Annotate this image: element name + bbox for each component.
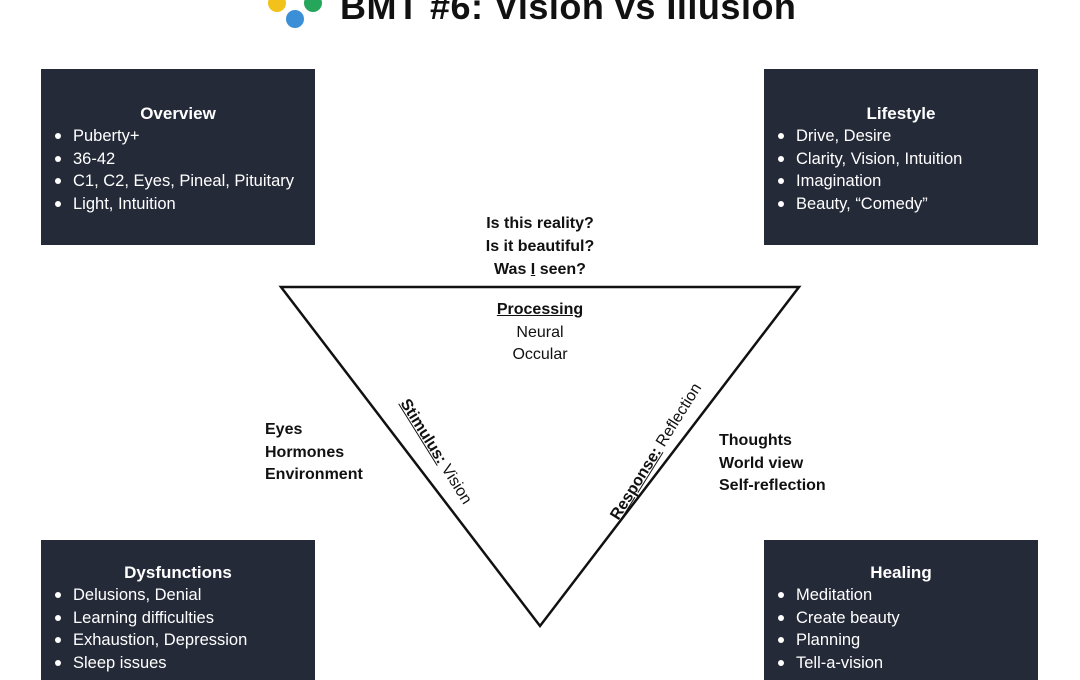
lifestyle-title: Lifestyle — [866, 104, 936, 123]
list-item: Eyes — [265, 421, 303, 438]
header: BMT #6: Vision vs Illusion — [0, 0, 1080, 36]
question-seen: Was I seen? — [440, 258, 640, 281]
list-item: Learning difficulties — [55, 607, 315, 630]
question-reality: Is this reality? — [486, 215, 594, 232]
dysfunctions-panel: Dysfunctions Delusions, Denial Learning … — [41, 540, 315, 680]
overview-panel: Overview Puberty+ 36-42 C1, C2, Eyes, Pi… — [41, 69, 315, 245]
list-item: Exhaustion, Depression — [55, 629, 315, 652]
processing-heading: Processing — [496, 301, 584, 318]
list-item: Thoughts — [719, 432, 792, 449]
logo-dots-icon — [262, 0, 324, 32]
overview-list: Puberty+ 36-42 C1, C2, Eyes, Pineal, Pit… — [41, 125, 315, 215]
list-item: Environment — [265, 466, 363, 483]
list-item: Puberty+ — [55, 125, 315, 148]
question-seen-suffix: seen? — [535, 261, 586, 278]
lifestyle-panel: Lifestyle Drive, Desire Clarity, Vision,… — [764, 69, 1038, 245]
healing-title: Healing — [870, 563, 932, 582]
question-seen-emphasis: I — [530, 261, 536, 278]
list-item: Create beauty — [778, 607, 1038, 630]
question-seen-prefix: Was — [494, 261, 531, 278]
list-item: Tell-a-vision — [778, 652, 1038, 675]
healing-panel: Healing Meditation Create beauty Plannin… — [764, 540, 1038, 680]
questions-block: Is this reality? Is it beautiful? Was I … — [440, 212, 640, 281]
list-item: C1, C2, Eyes, Pineal, Pituitary — [55, 170, 315, 193]
list-item: Meditation — [778, 584, 1038, 607]
dysfunctions-list: Delusions, Denial Learning difficulties … — [41, 584, 315, 674]
logo-dot-green — [304, 0, 322, 12]
healing-list: Meditation Create beauty Planning Tell-a… — [764, 584, 1038, 674]
list-item: Clarity, Vision, Intuition — [778, 148, 1038, 171]
list-item: Beauty, “Comedy” — [778, 193, 1038, 216]
logo-dot-blue — [286, 10, 304, 28]
list-item: Hormones — [265, 443, 345, 461]
list-item: 36-42 — [55, 148, 315, 171]
list-item: Delusions, Denial — [55, 584, 315, 607]
response-outcomes-list: Thoughts World view Self-reflection — [719, 430, 826, 498]
list-item: Self-reflection — [719, 477, 826, 494]
list-item: Imagination — [778, 170, 1038, 193]
page-title: BMT #6: Vision vs Illusion — [340, 0, 797, 27]
stimulus-sources-list: Eyes Hormones Environment — [265, 419, 363, 487]
processing-item-neural: Neural — [516, 323, 564, 341]
question-beautiful: Is it beautiful? — [485, 238, 595, 255]
processing-item-occular: Occular — [512, 346, 568, 363]
list-item: World view — [719, 454, 804, 472]
list-item: Sleep issues — [55, 652, 315, 675]
processing-block: Processing Neural Occular — [440, 299, 640, 367]
lifestyle-list: Drive, Desire Clarity, Vision, Intuition… — [764, 125, 1038, 215]
logo-dot-yellow — [268, 0, 286, 12]
overview-title: Overview — [140, 104, 216, 123]
dysfunctions-title: Dysfunctions — [124, 563, 232, 582]
triangle-outline — [278, 285, 802, 629]
list-item: Drive, Desire — [778, 125, 1038, 148]
list-item: Light, Intuition — [55, 193, 315, 216]
list-item: Planning — [778, 629, 1038, 652]
